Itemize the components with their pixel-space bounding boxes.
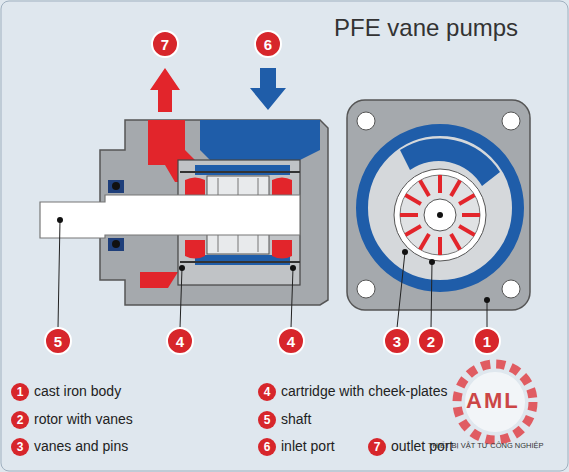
callout-number: 1	[483, 333, 491, 350]
callout-circle: 1	[473, 327, 501, 355]
bearing	[108, 180, 124, 193]
pressure-chamber	[185, 240, 205, 259]
callout-number: 4	[287, 333, 295, 350]
legend-number: 2	[11, 411, 29, 429]
shaft	[40, 195, 300, 238]
legend-text: vanes and pins	[34, 438, 128, 454]
legend-number: 6	[258, 438, 276, 456]
legend-text: cartridge with cheek-plates	[281, 383, 448, 399]
bolt-hole	[357, 112, 375, 130]
pressure-chamber	[185, 178, 205, 197]
callout-number: 7	[161, 36, 169, 53]
callout-circle: 6	[254, 30, 282, 58]
legend-text: rotor with vanes	[34, 411, 133, 427]
legend-number: 3	[11, 438, 29, 456]
legend-text: cast iron body	[34, 383, 121, 399]
callout-number: 3	[393, 333, 401, 350]
inlet-arrow	[250, 68, 286, 110]
legend-text: shaft	[281, 411, 311, 427]
callout-number: 2	[427, 333, 435, 350]
pressure-chamber	[272, 178, 292, 197]
watermark-disc	[465, 372, 525, 432]
bolt-hole	[502, 112, 520, 130]
callout-number: 4	[176, 333, 184, 350]
pump-end-view	[347, 100, 530, 310]
callout-circle: 4	[277, 327, 305, 355]
outlet-channel	[140, 272, 178, 288]
legend-number: 7	[368, 438, 386, 456]
vanes	[400, 175, 480, 255]
outlet-arrow	[150, 68, 180, 112]
legend-number: 1	[11, 383, 29, 401]
bearing-ball	[112, 182, 120, 190]
callout-circle: 4	[166, 327, 194, 355]
leader-lines	[58, 220, 487, 328]
callout-circle: 2	[417, 327, 445, 355]
cam-ring	[394, 169, 486, 261]
inlet-channel	[200, 120, 320, 160]
rotor	[400, 175, 480, 255]
callout-circle: 7	[151, 30, 179, 58]
shaft-hub	[424, 199, 456, 231]
watermark-logo: AML	[466, 388, 520, 414]
pressure-chamber	[272, 240, 292, 259]
bearing-ball	[112, 240, 120, 248]
watermark-text: THIẾT BỊ VẬT TƯ CÔNG NGHIỆP	[428, 441, 544, 450]
callout-number: 6	[264, 36, 272, 53]
bolt-hole	[357, 280, 375, 298]
bolt-hole	[502, 280, 520, 298]
callout-circle: 3	[383, 327, 411, 355]
callout-circle: 5	[44, 327, 72, 355]
leader-dots	[57, 217, 490, 303]
diagram-title: PFE vane pumps	[334, 14, 518, 42]
legend-number: 5	[258, 411, 276, 429]
bearing	[108, 238, 124, 251]
watermark-gear	[457, 364, 533, 440]
inlet-passage	[195, 165, 290, 175]
legend-text: inlet port	[281, 438, 335, 454]
tie-bolt	[180, 261, 300, 263]
shaft-center	[437, 212, 443, 218]
tie-bolt	[180, 171, 300, 173]
legend-number: 4	[258, 383, 276, 401]
inlet-ring	[362, 130, 518, 286]
callout-number: 5	[54, 333, 62, 350]
